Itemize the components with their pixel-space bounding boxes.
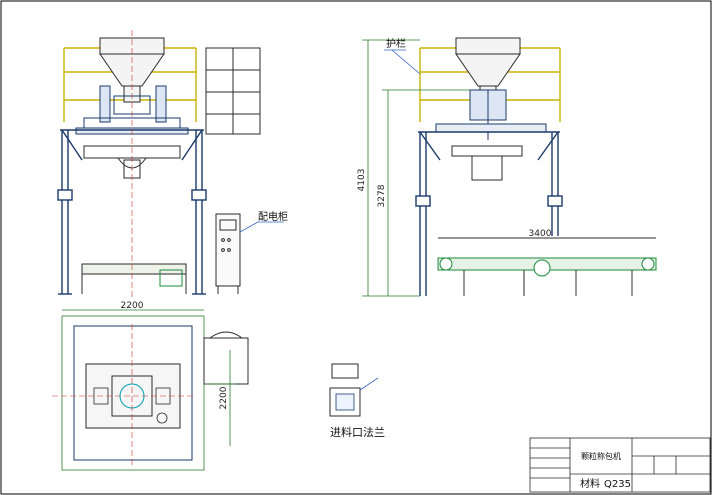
side-frame (415, 131, 563, 296)
side-bag-clamp (451, 145, 523, 181)
platform-height-dimension: 3278 (377, 184, 387, 207)
side-dimensions (362, 39, 470, 297)
guardrail-leader (391, 49, 421, 75)
material-label: 材料 (580, 477, 600, 490)
total-height-dimension: 4103 (357, 169, 367, 192)
title-block-name: 颗粒称包机 (581, 451, 621, 461)
guardrail-label: 护栏 (386, 37, 406, 50)
control-cabinet (215, 213, 241, 294)
conveyor-length-dimension: 3400 (529, 229, 552, 239)
front-side-rack (205, 47, 261, 135)
title-block (529, 437, 711, 493)
plan-width-dimension: 2200 (121, 301, 144, 311)
cabinet-leader (239, 221, 259, 233)
side-conveyor (437, 237, 657, 296)
plan-depth-dimension: 2200 (219, 386, 229, 409)
control-cabinet-label: 配电柜 (258, 210, 288, 223)
front-frame (57, 129, 207, 295)
material-grade: Q235 (604, 479, 631, 490)
side-view: 4103 3278 3400 护栏 (357, 37, 657, 297)
inlet-flange-label: 进料口法兰 (330, 425, 385, 439)
plan-view (52, 309, 249, 471)
inlet-flange-detail (329, 363, 379, 417)
front-view: 配电柜 (57, 30, 288, 300)
front-conveyor (81, 263, 187, 294)
